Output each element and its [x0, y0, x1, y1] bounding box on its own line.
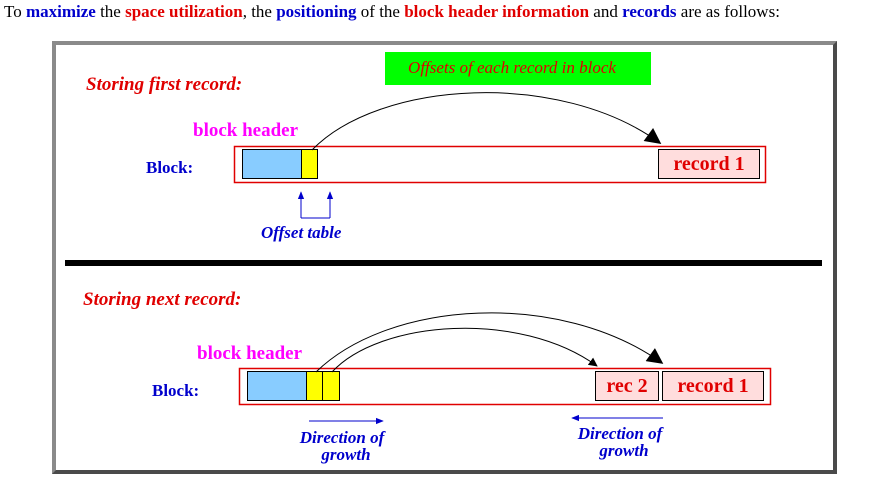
- intro-records: records: [622, 2, 677, 21]
- top-heading: Storing first record:: [86, 74, 242, 95]
- top-record-1-label: record 1: [673, 153, 744, 175]
- intro-text-3: , the: [242, 2, 277, 21]
- bottom-record-2-label: rec 2: [606, 375, 647, 397]
- offset-table-label: Offset table: [261, 223, 342, 242]
- growth-left-line-1: Direction of: [299, 428, 387, 447]
- intro-text-6: are as follows:: [676, 2, 780, 21]
- top-block: [233, 145, 767, 184]
- bottom-offset-arrow-record-1: [315, 312, 664, 373]
- section-divider: [65, 260, 822, 266]
- offsets-label: Offsets of each record in block: [408, 58, 616, 77]
- intro-text-5: and: [589, 2, 623, 21]
- bottom-offset-arrow-record-2: [331, 327, 598, 373]
- bottom-record-2-box: [595, 371, 659, 401]
- bottom-offset-slot-2: [322, 371, 340, 401]
- bottom-heading: Storing next record:: [83, 289, 241, 310]
- intro-space-utilization: space utilization: [125, 2, 243, 21]
- top-block-label: Block:: [146, 158, 193, 177]
- bottom-record-1-box: [662, 371, 764, 401]
- top-block-header-area: [242, 149, 302, 179]
- intro-maximize: maximize: [25, 2, 96, 21]
- top-header-label: block header: [193, 120, 299, 141]
- intro-text-4: of the: [356, 2, 405, 21]
- intro-text-2: the: [95, 2, 126, 21]
- bottom-header-label: block header: [197, 343, 303, 364]
- growth-right-line-1: Direction of: [577, 424, 665, 443]
- bottom-block-header-area: [247, 371, 307, 401]
- top-offset-arrow: [311, 92, 662, 151]
- bottom-block: [238, 367, 772, 406]
- intro-text-1: To: [4, 2, 26, 21]
- intro-sentence: To maximize the space utilization, the p…: [4, 2, 780, 22]
- bottom-offset-slot-1: [306, 371, 323, 401]
- offsets-label-box: [385, 52, 651, 85]
- growth-right-line-2: growth: [598, 441, 648, 460]
- bottom-block-label: Block:: [152, 381, 199, 400]
- bottom-record-1-label: record 1: [677, 375, 748, 397]
- top-offset-slot: [301, 149, 318, 179]
- intro-positioning: positioning: [276, 2, 357, 21]
- top-record-1-box: [658, 149, 760, 179]
- diagram-frame: [52, 41, 837, 474]
- growth-left-line-2: growth: [320, 445, 370, 464]
- intro-block-header-information: block header information: [404, 2, 590, 21]
